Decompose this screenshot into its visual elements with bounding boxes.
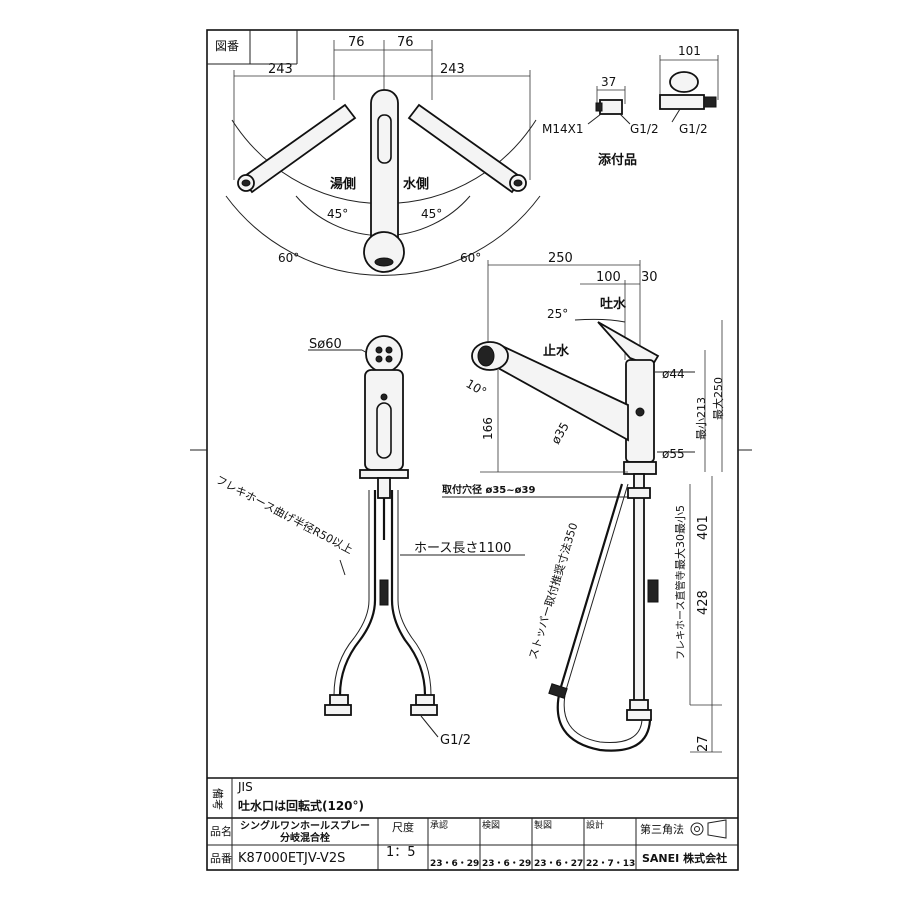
dim-401: 401 — [696, 515, 711, 540]
dim-76-right: 76 — [397, 35, 414, 50]
design-date: 22・7・13 — [586, 859, 635, 869]
checked-label: 検図 — [482, 819, 500, 831]
dim-243-right: 243 — [440, 62, 465, 77]
angle-60-right: 60° — [460, 251, 481, 265]
drawn-label: 製図 — [534, 819, 552, 831]
product-name-2: 分岐混合栓 — [280, 831, 330, 844]
dim-37: 37 — [601, 75, 616, 89]
sheet-frame: 図番 — [190, 29, 752, 871]
drawn-date: 23・6・27 — [534, 859, 583, 869]
top-view: 76 76 243 243 湯側 水側 45° 45° 60° 60° — [225, 35, 541, 276]
stopper-note: ストッパー取付推奨寸法350 — [525, 521, 580, 661]
accessories: 37 M14X1 G1/2 101 G1/2 添付品 — [542, 44, 719, 168]
scale-value: 1：5 — [386, 845, 416, 860]
min-213: 最小213 — [695, 397, 708, 440]
dim-76-left: 76 — [348, 35, 365, 50]
dia-35: ø35 — [548, 420, 571, 447]
mount-hole: 取付穴径 ø35~ø39 — [442, 483, 535, 496]
angle-10: 10° — [464, 376, 489, 399]
dim-101: 101 — [678, 44, 701, 58]
hose-length: ホース長さ1100 — [414, 541, 511, 556]
hose-bend-radius: フレキホース曲げ半径R50以上 — [214, 472, 356, 556]
name-label: 品名 — [210, 824, 232, 838]
front-view: Sø60 G1/2 フレキホース曲げ半径R50以上 ホース長さ1100 — [214, 335, 525, 748]
remark-jis: JIS — [237, 780, 253, 794]
max-30-min-5: 最大30最小5 — [673, 505, 687, 570]
remark-rotation: 吐水口は回転式(120°) — [238, 798, 364, 813]
checked-date: 23・6・29 — [482, 859, 531, 869]
drawing-no-label: 図番 — [215, 39, 239, 53]
thread-g12-b: G1/2 — [679, 122, 708, 136]
hot-side-label: 湯側 — [330, 176, 356, 192]
dim-30: 30 — [641, 270, 658, 285]
title-block: 備考 JIS 吐水口は回転式(120°) 品名 シングルワンホールスプレー 分岐… — [207, 777, 738, 870]
connection-thread: G1/2 — [440, 733, 471, 748]
dim-243-left: 243 — [268, 62, 293, 77]
angle-45-left: 45° — [327, 207, 348, 221]
accessories-label: 添付品 — [598, 152, 637, 168]
scale-label: 尺度 — [392, 820, 414, 834]
remarks-label: 備考 — [211, 788, 224, 810]
dim-428: 428 — [696, 590, 711, 615]
company-name: SANEI 株式会社 — [642, 851, 727, 865]
dia-44: ø44 — [662, 367, 685, 381]
spout-label: 吐水 — [600, 296, 627, 312]
approved-label: 承認 — [430, 819, 448, 831]
approved-date: 23・6・29 — [430, 859, 479, 869]
product-number: K87000ETJV-V2S — [238, 851, 345, 866]
dia-55: ø55 — [662, 447, 685, 461]
dim-100: 100 — [596, 270, 621, 285]
product-name-1: シングルワンホールスプレー — [240, 819, 370, 832]
flex-length-label: フレキホース直管寺 — [674, 571, 687, 661]
thread-m14: M14X1 — [542, 122, 583, 136]
number-label: 品番 — [210, 852, 232, 865]
angle-60-left: 60° — [278, 251, 299, 265]
cold-side-label: 水側 — [403, 176, 429, 192]
projection-label: 第三角法 — [640, 822, 684, 836]
design-label: 設計 — [586, 819, 604, 831]
angle-25: 25° — [547, 307, 568, 321]
third-angle-projection-icon — [690, 819, 727, 839]
max-250: 最大250 — [711, 377, 725, 420]
dim-250: 250 — [548, 251, 573, 266]
side-view: 250 100 30 25° 吐水 止水 10° 166 ø35 ø44 ø55… — [442, 251, 725, 753]
dim-27: 27 — [696, 735, 711, 752]
thread-g12-a: G1/2 — [630, 122, 659, 136]
dim-166: 166 — [481, 417, 495, 440]
sphere-diameter: Sø60 — [309, 337, 342, 352]
stop-label: 止水 — [543, 343, 570, 359]
angle-45-right: 45° — [421, 207, 442, 221]
